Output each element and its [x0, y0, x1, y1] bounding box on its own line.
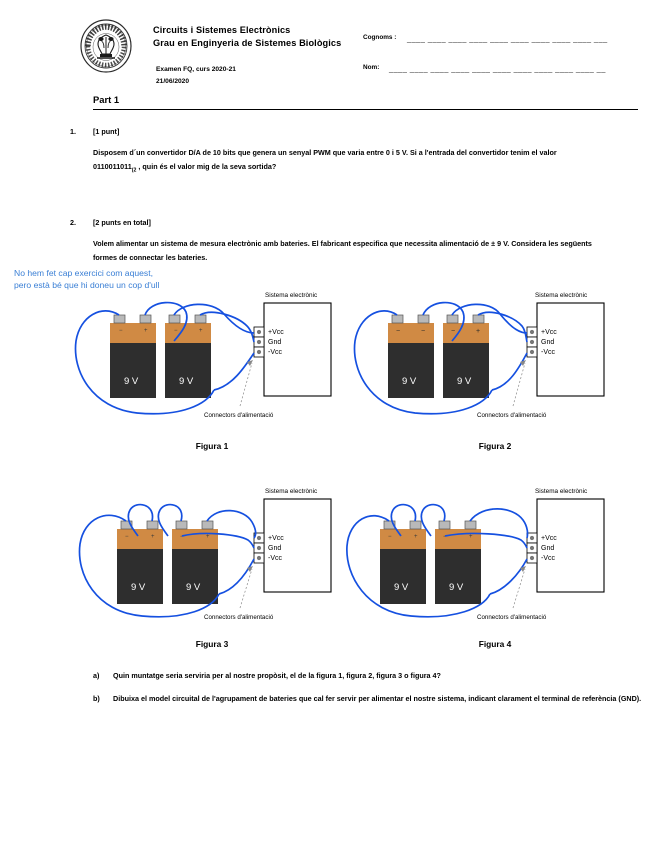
instructor-annotation: No hem fet cap exercici com aquest, pero…: [14, 268, 160, 290]
course-name-line1: Circuits i Sistemes Electrònics: [153, 25, 291, 35]
svg-text:−: −: [396, 328, 400, 335]
university-seal-logo: [78, 18, 134, 74]
svg-text:9 V: 9 V: [402, 376, 417, 387]
subquestion-a-text: Quin muntatge seria serviria per al nost…: [113, 671, 441, 680]
figure-3-caption: Figura 3: [195, 639, 229, 649]
figure-4-terminal-0: +Vcc: [541, 535, 557, 542]
figure-2-connector-caption: Connectors d'alimentació: [477, 412, 547, 419]
figure-3: − + 9 V − + 9 V: [62, 476, 362, 666]
exam-metadata: Examen FQ, curs 2020-21 21/06/2020: [156, 64, 376, 87]
course-name-line2: Grau en Enginyeria de Sistemes Biològics: [153, 38, 342, 48]
svg-text:−: −: [421, 328, 425, 335]
figure-2-system-label: Sistema electrònic: [535, 292, 588, 299]
figure-3-connector-caption: Connectors d'alimentació: [204, 614, 274, 621]
figure-3-terminal-1: Gnd: [268, 545, 281, 552]
svg-text:9 V: 9 V: [124, 376, 139, 387]
cognoms-input[interactable]: ____ ____ ____ ____ ____ ____ ____ ____ …: [407, 34, 608, 43]
question-1-number: 1.: [70, 127, 76, 136]
subquestion-b-text: Dibuixa el model circuital de l'agrupame…: [113, 694, 642, 703]
question-1-text-part1: Disposem d´un convertidor D/A de 10 bits…: [93, 148, 557, 157]
question-1-binary-subscript: (2: [131, 166, 137, 173]
svg-text:9 V: 9 V: [179, 376, 194, 387]
svg-text:9 V: 9 V: [457, 376, 472, 387]
figure-2: − − 9 V − + 9 V +Vcc: [345, 286, 645, 476]
svg-text:+: +: [199, 328, 203, 334]
figure-4-connector-caption: Connectors d'alimentació: [477, 614, 547, 621]
svg-text:+: +: [144, 328, 148, 334]
question-1-text-part2: , quin és el valor mig de la seva sortid…: [136, 161, 277, 171]
svg-text:+: +: [151, 534, 155, 540]
svg-text:−: −: [180, 534, 184, 540]
figure-2-caption: Figura 2: [478, 441, 512, 451]
nom-input[interactable]: ____ ____ ____ ____ ____ ____ ____ ____ …: [389, 64, 606, 73]
svg-text:9 V: 9 V: [394, 582, 409, 593]
exam-date: 21/06/2020: [156, 77, 190, 85]
cognoms-row: Cognoms : ____ ____ ____ ____ ____ ____ …: [363, 30, 643, 60]
svg-text:9 V: 9 V: [449, 582, 464, 593]
svg-text:−: −: [443, 534, 447, 540]
exam-label: Examen FQ, curs 2020-21: [156, 66, 236, 73]
student-name-fields: Cognoms : ____ ____ ____ ____ ____ ____ …: [363, 30, 643, 90]
figure-2-terminal-1: Gnd: [541, 339, 554, 346]
nom-label: Nom:: [363, 64, 380, 71]
svg-text:−: −: [119, 328, 123, 334]
header-course-titles: Circuits i Sistemes Electrònics Grau en …: [153, 24, 383, 50]
svg-text:9 V: 9 V: [131, 582, 146, 593]
subquestion-b-letter: b): [93, 694, 100, 703]
figure-1-terminal-1: Gnd: [268, 339, 281, 346]
figure-3-system-label: Sistema electrònic: [265, 488, 318, 495]
cognoms-label: Cognoms :: [363, 34, 397, 41]
question-2-marks: [2 punts en total]: [93, 218, 151, 227]
page-header: Circuits i Sistemes Electrònics Grau en …: [78, 14, 638, 92]
figure-1-connector-caption: Connectors d'alimentació: [204, 412, 274, 419]
question-1-binary-value: 0110011011: [93, 161, 132, 171]
svg-text:+: +: [206, 534, 210, 540]
svg-text:−: −: [174, 328, 178, 334]
figure-4-terminal-2: -Vcc: [541, 555, 556, 562]
subquestion-a-letter: a): [93, 671, 100, 680]
figure-4-caption: Figura 4: [478, 639, 512, 649]
svg-text:+: +: [469, 534, 473, 540]
figure-1-terminal-2: -Vcc: [268, 349, 283, 356]
question-2-number: 2.: [70, 218, 76, 227]
question-2-text: Volem alimentar un sistema de mesura ele…: [93, 239, 592, 262]
nom-row: Nom: ____ ____ ____ ____ ____ ____ ____ …: [363, 60, 643, 90]
figure-2-terminal-2: -Vcc: [541, 349, 556, 356]
figure-4: − + 9 V − + 9 V: [345, 476, 645, 666]
svg-text:9 V: 9 V: [186, 582, 201, 593]
figure-1-system-label: Sistema electrònic: [265, 292, 318, 299]
header-divider: [93, 109, 638, 110]
svg-text:−: −: [125, 534, 129, 540]
figure-4-terminal-1: Gnd: [541, 545, 554, 552]
question-1-marks: [1 punt]: [93, 127, 120, 136]
svg-text:−: −: [388, 534, 392, 540]
figure-4-system-label: Sistema electrònic: [535, 488, 588, 495]
figure-2-terminal-0: +Vcc: [541, 329, 557, 336]
figure-1: − + 9 V − + 9 V: [62, 286, 362, 476]
svg-text:−: −: [451, 328, 455, 335]
question-1-text: Disposem d´un convertidor D/A de 10 bits…: [93, 146, 593, 177]
svg-text:+: +: [414, 534, 418, 540]
part-title: Part 1: [93, 94, 120, 105]
figure-1-caption: Figura 1: [195, 441, 229, 451]
svg-text:+: +: [476, 328, 480, 335]
figure-1-terminal-0: +Vcc: [268, 329, 284, 336]
figure-3-terminal-0: +Vcc: [268, 535, 284, 542]
figure-3-terminal-2: -Vcc: [268, 555, 283, 562]
